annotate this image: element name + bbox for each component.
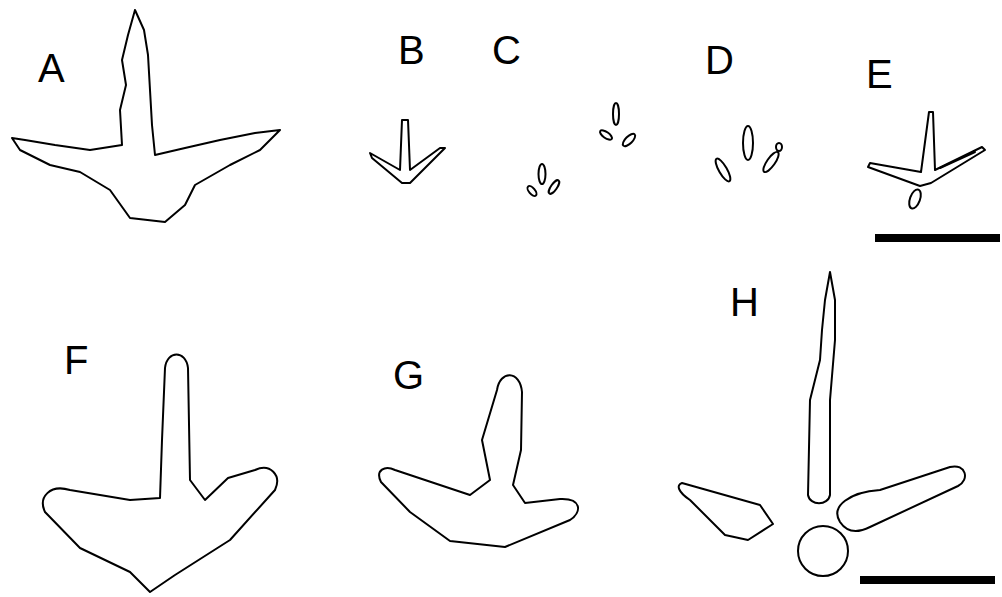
heel-impression xyxy=(907,188,923,210)
panel-label: D xyxy=(705,37,734,83)
panel-label: B xyxy=(398,27,425,73)
panel-label: H xyxy=(730,279,759,325)
scale-bar xyxy=(860,576,995,584)
panel-label: C xyxy=(492,27,521,73)
footprint-outline xyxy=(940,152,975,168)
footprint-outline xyxy=(837,466,965,530)
digit-impressions xyxy=(526,103,637,198)
scale-bar xyxy=(875,234,1000,242)
footprint-outline xyxy=(379,375,578,547)
footprint-outline xyxy=(43,355,277,593)
footprint-outline xyxy=(370,120,445,183)
footprint-outline xyxy=(679,483,773,540)
footprint-outline xyxy=(12,10,280,222)
panel-label: F xyxy=(64,337,88,383)
panel-label: G xyxy=(393,352,424,398)
footprint-outline xyxy=(868,112,985,186)
heel-impression xyxy=(798,526,848,576)
panel-label: A xyxy=(38,45,65,91)
digit-impressions xyxy=(713,126,782,183)
panel-label: E xyxy=(866,51,893,97)
footprint-outline xyxy=(808,272,835,503)
